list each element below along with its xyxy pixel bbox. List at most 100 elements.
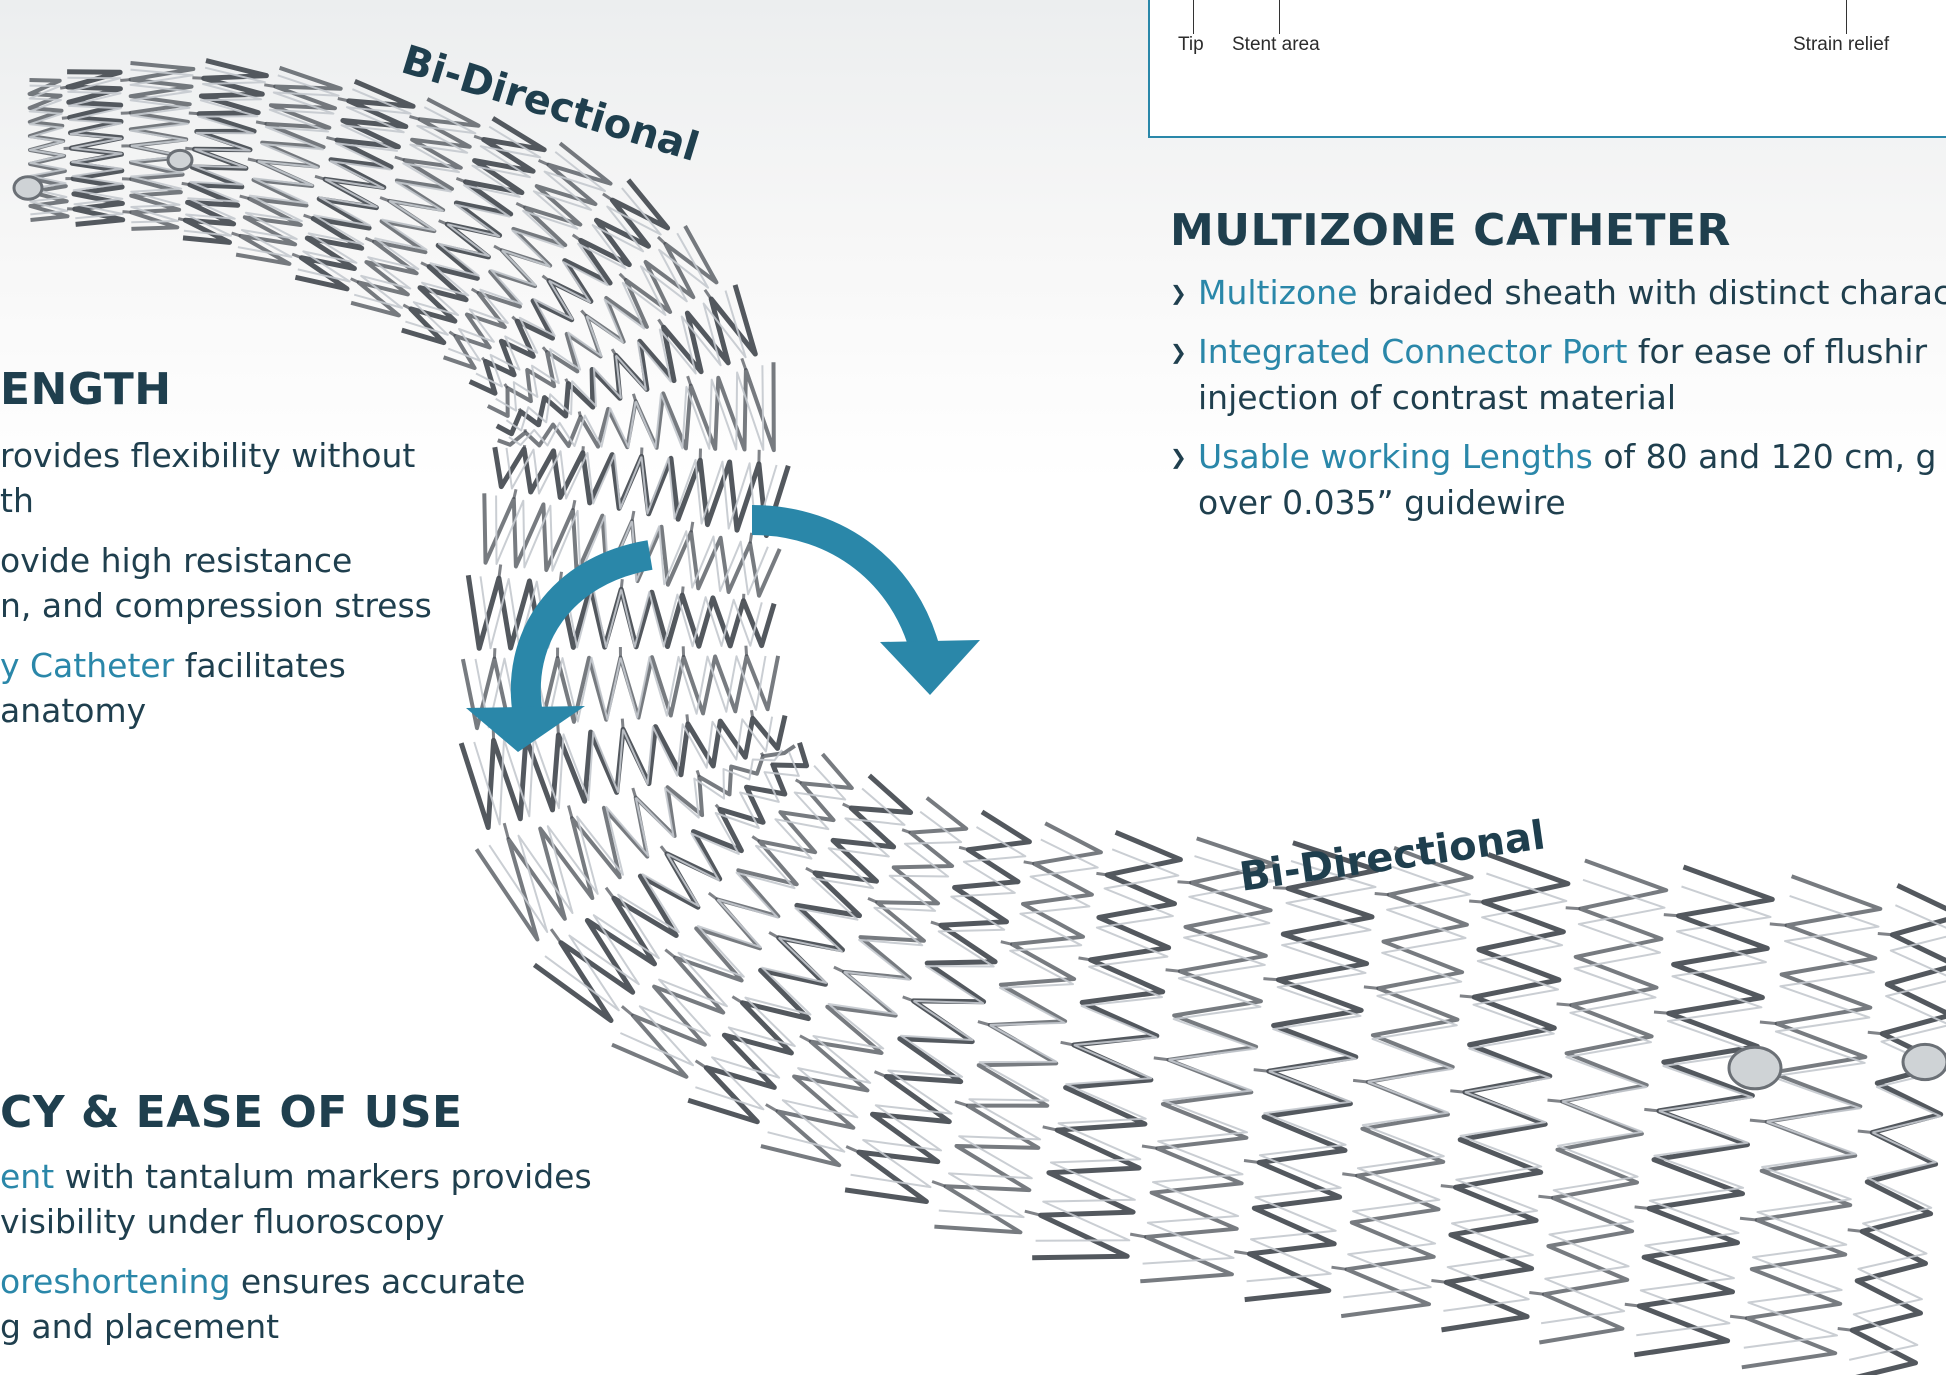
stent-connector xyxy=(503,383,509,389)
stent-connector xyxy=(958,845,969,852)
stent-connector xyxy=(656,235,667,246)
stent-connector xyxy=(1096,871,1108,877)
stent-connector xyxy=(1024,1209,1041,1217)
multizone-heading: MULTIZONE CATHETER xyxy=(1170,205,1731,256)
stent-connector xyxy=(805,866,816,875)
stent-connector xyxy=(707,891,719,901)
stent-mesh xyxy=(12,58,1946,1375)
bullet-text-line2: g and placement xyxy=(0,1307,280,1346)
stent-connector xyxy=(239,194,250,201)
stent-connector xyxy=(902,995,915,1003)
bullet-text-line2: over 0.035” guidewire xyxy=(1198,483,1566,522)
stent-connector xyxy=(1263,977,1279,982)
bullet-highlight: oreshortening xyxy=(0,1262,231,1301)
accuracy-bullet-1: ent with tantalum markers provides visib… xyxy=(0,1154,592,1244)
stent-connector xyxy=(867,897,878,904)
stent-connector xyxy=(842,802,852,810)
stent-connector xyxy=(1663,913,1679,918)
stent-connector xyxy=(493,244,503,252)
stent-connector xyxy=(620,718,625,730)
stent-connector xyxy=(379,196,390,203)
multizone-bullet-2: ❯Integrated Connector Port for ease of f… xyxy=(1170,329,1927,420)
stent-connector xyxy=(577,411,582,418)
stent-connector xyxy=(1653,1010,1669,1015)
stent-connector xyxy=(470,287,480,295)
stent-connector xyxy=(1867,1030,1883,1036)
stent-connector xyxy=(185,146,195,151)
stent-connector xyxy=(541,346,549,353)
stent-connector xyxy=(1374,892,1389,897)
bullet-highlight: ent xyxy=(0,1157,55,1196)
stent-connector xyxy=(448,330,457,338)
stent-area-tick xyxy=(1279,0,1280,34)
accuracy-bullet-2: oreshortening ensures accurate g and pla… xyxy=(0,1259,526,1349)
stent-connector xyxy=(1847,1228,1863,1233)
chevron-right-icon: ❯ xyxy=(1170,281,1187,305)
stent-connector xyxy=(602,192,614,202)
bullet-text-line2: injection of contrast material xyxy=(1198,378,1677,417)
stent-connector xyxy=(512,488,518,500)
stent-connector xyxy=(631,393,638,402)
stent-connector xyxy=(580,309,588,318)
stent-connector xyxy=(537,159,550,167)
stent-connector xyxy=(680,586,685,596)
stent-connector xyxy=(502,822,510,840)
stent-connector xyxy=(564,378,570,385)
stent-connector xyxy=(685,714,690,725)
stent-connector xyxy=(1177,880,1192,885)
stent-connector xyxy=(497,564,503,579)
stent-connector xyxy=(1000,940,1013,946)
bullet-text: rovides flexibility without xyxy=(0,436,416,475)
stent-connector xyxy=(1440,1184,1456,1189)
stent-connector xyxy=(794,778,803,785)
stent-connector xyxy=(1857,1129,1873,1134)
stent-connector xyxy=(845,1145,860,1154)
stent-connector xyxy=(177,217,186,222)
stent-connector xyxy=(481,356,487,363)
stent-connector xyxy=(931,1180,947,1188)
stent-connector xyxy=(1363,985,1379,990)
stent-connector xyxy=(664,948,677,959)
strength-heading: ENGTH xyxy=(0,364,172,415)
stent-connector xyxy=(1153,1056,1169,1062)
stent-connector xyxy=(1565,906,1581,911)
stent-strut xyxy=(844,809,1032,1204)
strain-relief-tick xyxy=(1846,0,1847,34)
stent-connector xyxy=(438,219,448,226)
stent-connector xyxy=(122,210,132,214)
stent-connector xyxy=(768,931,780,940)
stent-connector xyxy=(1060,1040,1075,1047)
stent-connector xyxy=(977,1020,991,1027)
bullet-text-line2: visibility under fluoroscopy xyxy=(0,1202,445,1241)
stent-connector xyxy=(326,135,338,142)
stent-connector xyxy=(954,1100,969,1108)
stent-connector xyxy=(1450,1089,1466,1094)
strength-bullet-2: ovide high resistance n, and compression… xyxy=(0,538,432,628)
stent-connector xyxy=(1431,1279,1447,1284)
stent-connector xyxy=(873,1070,887,1078)
stent-connector xyxy=(420,261,430,268)
stent-connector xyxy=(303,213,314,220)
bidirectional-arrow-left-icon xyxy=(466,540,653,752)
stent-connector xyxy=(1529,1291,1544,1296)
stent-connector xyxy=(1023,860,1035,866)
stent-connector xyxy=(750,709,755,719)
stent-connector xyxy=(1342,1172,1358,1178)
stent-area-label: Stent area xyxy=(1232,34,1320,55)
tip-tick xyxy=(1193,0,1194,34)
stent-connector xyxy=(120,111,131,115)
stent-connector xyxy=(740,357,748,371)
stent-connector xyxy=(291,252,302,260)
stent-connector xyxy=(515,201,526,209)
bullet-text: ensures accurate xyxy=(230,1262,526,1301)
tip-label: Tip xyxy=(1178,34,1204,55)
stent-connector xyxy=(61,116,70,120)
stent-connector xyxy=(689,521,695,533)
stent-connector xyxy=(1352,1078,1368,1084)
stent-connector xyxy=(549,928,563,944)
stent-connector xyxy=(610,348,618,357)
stent-connector xyxy=(1634,1205,1650,1210)
stent-connector xyxy=(455,176,467,184)
stent-connector xyxy=(571,499,577,511)
stent-connector xyxy=(181,181,191,187)
